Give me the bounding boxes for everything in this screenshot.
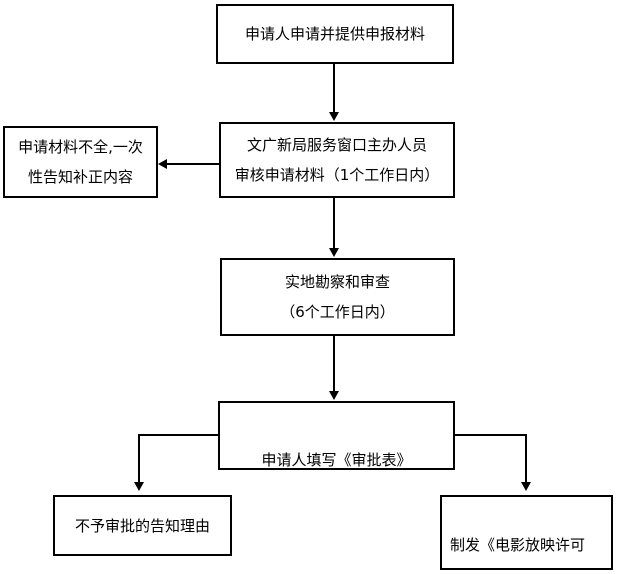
node-apply: 申请人申请并提供申报材料 xyxy=(216,4,454,64)
node-reject-notice-line-1: 不予审批的告知理由 xyxy=(74,516,210,535)
edge-review-to-incomplete-arrowhead xyxy=(158,159,167,169)
edge-survey-to-form-line xyxy=(333,336,335,392)
node-issue-license: 制发《电影放映许可 证》 xyxy=(440,495,613,570)
node-review-window: 文广新局服务窗口主办人员 审核申请材料（1个工作日内） xyxy=(219,122,455,198)
edge-form-to-reject-horizontal xyxy=(138,434,220,436)
edge-review-to-incomplete-line xyxy=(167,163,221,165)
node-site-survey: 实地勘察和审查 （6个工作日内） xyxy=(220,258,455,336)
node-site-survey-line-1: 实地勘察和审查 xyxy=(284,273,390,291)
node-review-window-line-2: 审核申请材料（1个工作日内） xyxy=(234,166,440,184)
edge-apply-to-review-arrowhead xyxy=(329,112,339,121)
node-incomplete-materials-line-1: 申请材料不全,一次 xyxy=(18,138,143,156)
node-apply-line-1: 申请人申请并提供申报材料 xyxy=(244,25,425,43)
edge-form-to-reject-vertical xyxy=(138,434,140,483)
node-site-survey-line-2: （6个工作日内） xyxy=(280,303,395,321)
node-incomplete-materials: 申请材料不全,一次 性告知补正内容 xyxy=(3,126,158,198)
node-review-window-line-1: 文广新局服务窗口主办人员 xyxy=(246,136,427,154)
edge-form-to-license-vertical xyxy=(525,434,527,483)
edge-apply-to-review-line xyxy=(333,64,335,113)
edge-review-to-survey-line xyxy=(333,198,335,249)
edge-form-to-license-arrowhead xyxy=(521,482,531,491)
node-fill-form-line-1: 申请人填写《审批表》 xyxy=(261,451,412,469)
node-fill-form: 申请人填写《审批表》 xyxy=(218,401,455,470)
edge-survey-to-form-arrowhead xyxy=(329,391,339,400)
edge-form-to-license-horizontal xyxy=(453,434,527,436)
node-issue-license-line-1: 制发《电影放映许可 xyxy=(450,536,586,554)
edge-form-to-reject-arrowhead xyxy=(134,482,144,491)
node-reject-notice: 不予审批的告知理由 xyxy=(53,495,232,556)
node-incomplete-materials-line-2: 性告知补正内容 xyxy=(27,168,133,186)
edge-review-to-survey-arrowhead xyxy=(329,248,339,257)
